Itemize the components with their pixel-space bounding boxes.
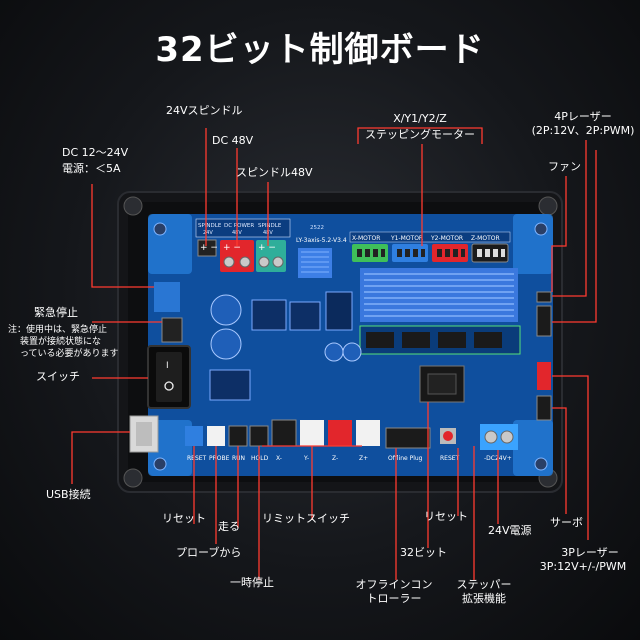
silk-hold: HOLD [251, 455, 269, 462]
label-reset-left: リセット [162, 512, 206, 525]
probe-connector [207, 426, 225, 446]
label-run: 走る [218, 520, 240, 533]
silk-spindle: SPINDLE [198, 223, 222, 229]
label-fan: ファン [548, 160, 581, 173]
label-stepper-ext-1: ステッパー [456, 578, 512, 591]
silk-offline-plug: Offline Plug [388, 455, 423, 462]
silk-dc-power: DC POWER [224, 223, 254, 229]
limit-z-connector [328, 420, 352, 446]
mount-clamp [148, 214, 192, 274]
estop-connector [161, 317, 183, 343]
laser3p-connector [537, 362, 551, 390]
label-switch: スイッチ [36, 370, 80, 383]
mount-clamp [513, 420, 553, 476]
silk-z-motor: Z-MOTOR [471, 235, 500, 242]
label-32bit: 32ビット [400, 546, 447, 559]
label-reset-right: リセット [424, 510, 468, 523]
label-probe: プローブから [176, 546, 242, 559]
silk-y-minus: Y- [303, 455, 309, 462]
label-dc-power-2: 電源：＜5A [62, 162, 121, 175]
label-dc48v: DC 48V [212, 134, 254, 147]
dc-input-jack [154, 282, 180, 312]
label-estop-note-1: 注：使用中は、緊急停止 [8, 325, 108, 335]
silk-x-minus: X- [276, 455, 282, 462]
label-laser4p-1: 4Pレーザー [554, 110, 612, 123]
svg-text:+ −: + − [223, 243, 241, 253]
label-offline-1: オフラインコン [355, 578, 433, 591]
silk-board-model: LY-3axis-5.2-V3.4 [296, 237, 347, 244]
callout-lines [71, 127, 597, 580]
fan-connector [536, 291, 552, 303]
label-estop-note-3: っている必要があります [20, 349, 119, 359]
silk-z-plus: Z+ [359, 455, 368, 462]
silk-z-minus: Z- [332, 455, 338, 462]
silk-x-motor: X-MOTOR [352, 235, 380, 242]
reset-connector [185, 426, 203, 446]
mount-clamp [513, 214, 553, 274]
silk-spindle-48: SPINDLE [258, 223, 282, 229]
label-laser4p-2: (2P:12V、2P:PWM) [531, 124, 635, 137]
mosfet-heatsink [298, 248, 332, 278]
label-usb: USB接続 [46, 488, 91, 501]
servo-connector [536, 395, 552, 421]
hold-connector [249, 425, 269, 447]
silk-y2-motor: Y2-MOTOR [430, 235, 463, 242]
limit-z2-connector [356, 420, 380, 446]
offline-plug [385, 427, 431, 449]
svg-text:I: I [166, 361, 169, 371]
label-spindle-48v: スピンドル48V [236, 166, 313, 179]
label-offline-2: トローラー [366, 592, 422, 605]
silk-y1-motor: Y1-MOTOR [390, 235, 423, 242]
silk-probe: PROBE [209, 455, 230, 462]
label-laser3p-1: 3Pレーザー [561, 546, 619, 559]
label-24v-power: 24V電源 [488, 524, 532, 537]
capacitors [210, 294, 362, 362]
label-servo: サーボ [550, 516, 583, 529]
label-dc-power-1: DC 12～24V [62, 146, 129, 159]
label-stepper-motor-2: ステッピングモーター [365, 128, 475, 141]
label-spindle-24v: 24Vスピンドル [166, 104, 243, 117]
silk-reset-right: RESET [440, 455, 460, 462]
label-estop-note-2: 装置が接続状態にな [20, 337, 102, 347]
label-hold: 一時停止 [230, 576, 274, 589]
label-limit-switch: リミットスイッチ [262, 512, 350, 525]
label-emergency-stop: 緊急停止 [34, 306, 78, 319]
svg-text:+ −: + − [200, 243, 218, 253]
limit-x-connector [271, 419, 297, 447]
limit-y-connector [300, 420, 324, 446]
run-connector [228, 425, 248, 447]
silk-24v: 24V [203, 230, 213, 236]
spindle-24v-terminal [197, 239, 217, 257]
silk-board-code: 2522 [310, 225, 324, 231]
label-stepper-ext-2: 拡張機能 [462, 592, 506, 605]
laser4p-connector [536, 305, 552, 337]
page-title: 32ビット制御ボード [155, 30, 485, 70]
silk-reset: RESET [187, 455, 207, 462]
label-laser3p-2: 3P:12V+/-/PWM [539, 560, 627, 573]
svg-text:+ −: + − [258, 243, 276, 253]
driver-heatsink [360, 268, 518, 322]
label-stepper-motor-1: X/Y1/Y2/Z [393, 112, 447, 125]
